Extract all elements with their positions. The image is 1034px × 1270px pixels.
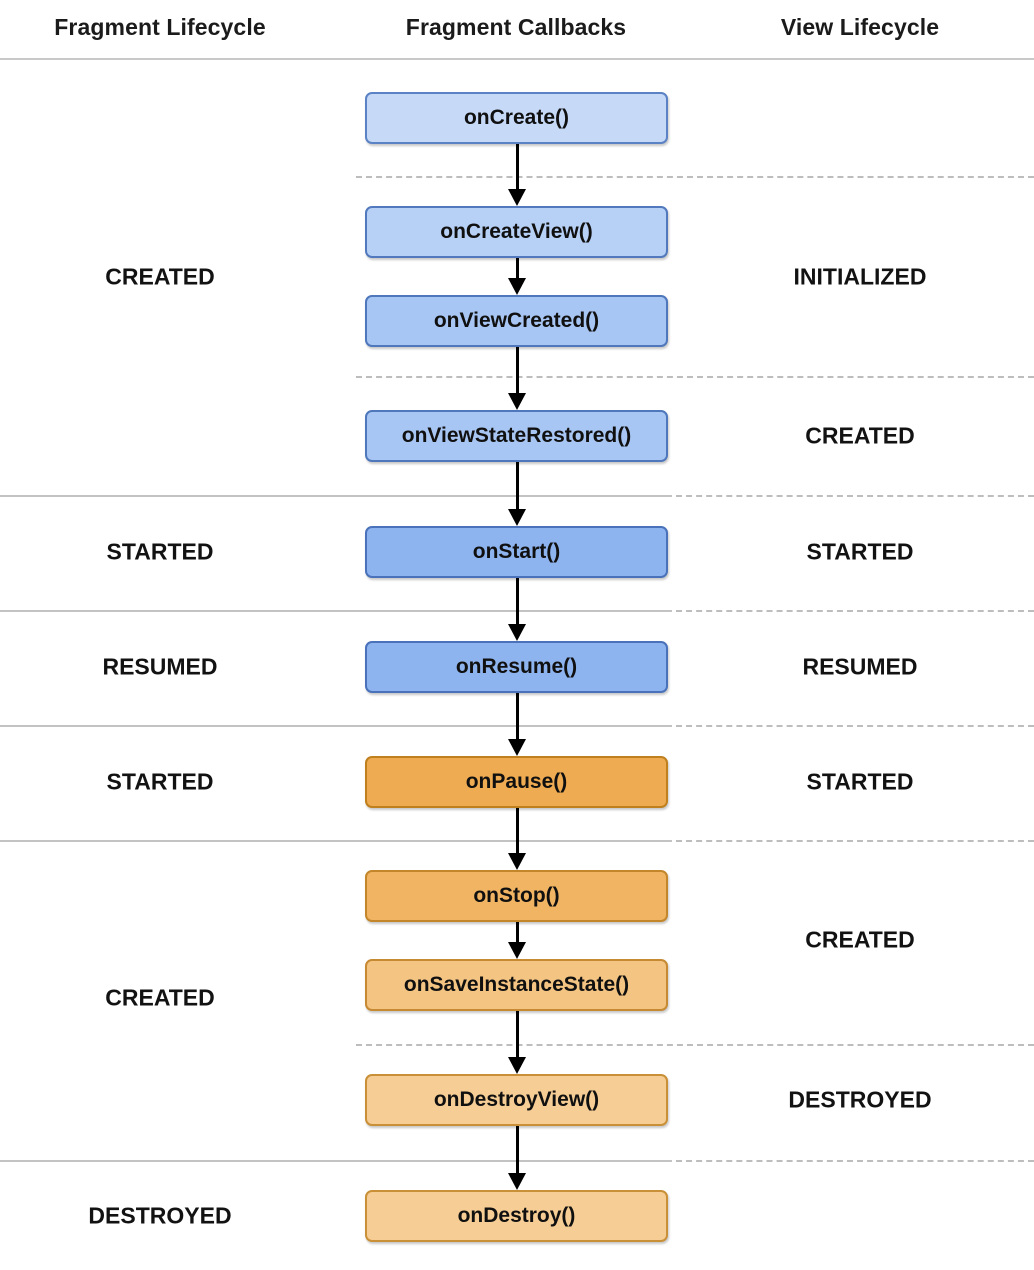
- column-header-view-lifecycle: View Lifecycle: [780, 14, 940, 40]
- arrow-shaft: [516, 1126, 519, 1176]
- callback-box[interactable]: onStop(): [365, 870, 668, 922]
- arrow-head: [508, 853, 526, 870]
- arrow-shaft: [516, 144, 519, 192]
- fragment-lifecycle-divider: [0, 610, 672, 612]
- fragment-lifecycle-state-label: STARTED: [106, 538, 214, 565]
- fragment-lifecycle-divider: [0, 495, 672, 497]
- arrow-head: [508, 509, 526, 526]
- view-lifecycle-divider: [676, 495, 1034, 497]
- callback-box[interactable]: onDestroyView(): [365, 1074, 668, 1126]
- callback-box[interactable]: onDestroy(): [365, 1190, 668, 1242]
- view-lifecycle-state-label: STARTED: [806, 538, 914, 565]
- callback-box[interactable]: onCreate(): [365, 92, 668, 144]
- view-lifecycle-divider: [676, 840, 1034, 842]
- view-lifecycle-state-label: DESTROYED: [788, 1086, 932, 1113]
- arrow-head: [508, 1057, 526, 1074]
- fragment-lifecycle-divider: [0, 1160, 672, 1162]
- column-header-fragment-lifecycle: Fragment Lifecycle: [54, 14, 266, 40]
- callback-box[interactable]: onCreateView(): [365, 206, 668, 258]
- arrow-shaft: [516, 347, 519, 396]
- fragment-lifecycle-state-label: CREATED: [105, 984, 215, 1011]
- fragment-lifecycle-state-label: DESTROYED: [88, 1202, 232, 1229]
- view-lifecycle-divider: [676, 1160, 1034, 1162]
- view-lifecycle-state-label: CREATED: [805, 926, 915, 953]
- view-lifecycle-state-label: INITIALIZED: [793, 263, 927, 290]
- fragment-lifecycle-state-label: STARTED: [106, 768, 214, 795]
- arrow-head: [508, 1173, 526, 1190]
- column-header-fragment-callbacks: Fragment Callbacks: [405, 14, 627, 40]
- callback-box[interactable]: onViewStateRestored(): [365, 410, 668, 462]
- callback-box[interactable]: onPause(): [365, 756, 668, 808]
- callback-box[interactable]: onResume(): [365, 641, 668, 693]
- arrow-shaft: [516, 258, 519, 281]
- callback-box[interactable]: onViewCreated(): [365, 295, 668, 347]
- view-lifecycle-divider: [676, 725, 1034, 727]
- view-lifecycle-divider: [356, 1044, 1034, 1046]
- arrow-shaft: [516, 808, 519, 856]
- arrow-head: [508, 393, 526, 410]
- arrow-shaft: [516, 462, 519, 512]
- arrow-head: [508, 739, 526, 756]
- arrow-shaft: [516, 693, 519, 742]
- view-lifecycle-divider: [356, 176, 1034, 178]
- arrow-head: [508, 624, 526, 641]
- view-lifecycle-divider: [356, 376, 1034, 378]
- header-divider: [0, 58, 1034, 60]
- callback-box[interactable]: onSaveInstanceState(): [365, 959, 668, 1011]
- arrow-head: [508, 942, 526, 959]
- fragment-lifecycle-state-label: CREATED: [105, 263, 215, 290]
- view-lifecycle-divider: [676, 610, 1034, 612]
- arrow-shaft: [516, 922, 519, 945]
- arrow-shaft: [516, 578, 519, 627]
- view-lifecycle-state-label: CREATED: [805, 422, 915, 449]
- view-lifecycle-state-label: STARTED: [806, 768, 914, 795]
- arrow-head: [508, 189, 526, 206]
- fragment-lifecycle-state-label: RESUMED: [102, 653, 218, 680]
- view-lifecycle-state-label: RESUMED: [802, 653, 918, 680]
- fragment-lifecycle-divider: [0, 840, 672, 842]
- arrow-head: [508, 278, 526, 295]
- fragment-lifecycle-divider: [0, 725, 672, 727]
- arrow-shaft: [516, 1011, 519, 1060]
- callback-box[interactable]: onStart(): [365, 526, 668, 578]
